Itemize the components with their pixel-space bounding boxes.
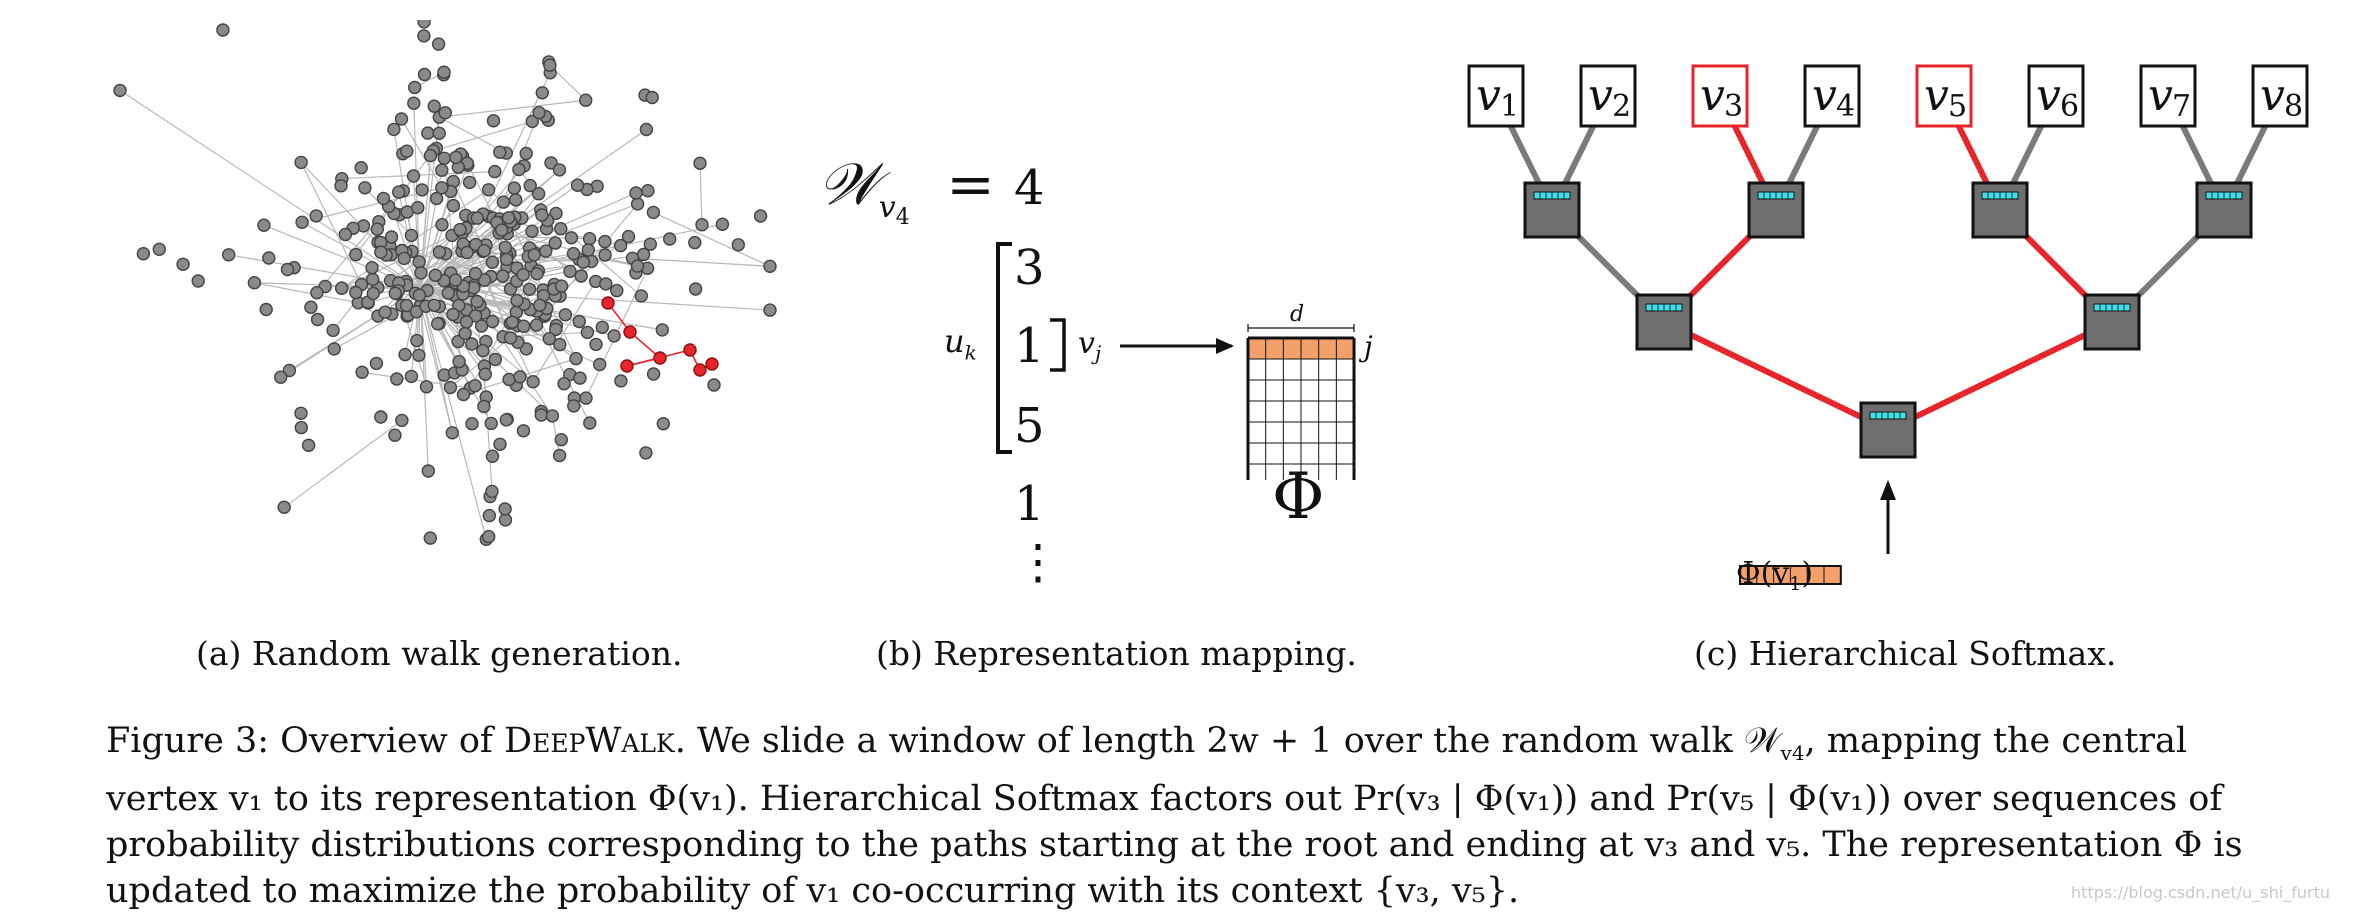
tree-internal-node: [2197, 183, 2251, 237]
window-label-u: u: [944, 322, 965, 360]
center-bracket: [1050, 320, 1064, 370]
svg-text:v: v: [2260, 70, 2285, 121]
svg-text:6: 6: [2060, 89, 2079, 124]
random-walk-graph: [100, 20, 790, 570]
caption-line-4: updated to maximize the probability of v…: [106, 868, 2328, 914]
svg-text:v: v: [2148, 70, 2173, 121]
tree-internal-node: [1749, 183, 1803, 237]
input-label: Φ(v1): [1736, 556, 1813, 595]
input-arrow-head: [1880, 480, 1896, 500]
seq-item-5: ⋮: [1014, 534, 1062, 590]
svg-text:1: 1: [1500, 89, 1519, 124]
walk-symbol: 𝒲: [818, 150, 879, 218]
seq-item-0: 4: [1014, 160, 1045, 216]
caption-line-1-sub: v4: [1781, 741, 1805, 765]
input-label-end: ): [1801, 556, 1813, 591]
input-label-text: Φ(v: [1736, 556, 1789, 591]
caption-line-1b: . We slide a window of length 2w + 1 ove…: [675, 721, 1781, 761]
caption-b: (b) Representation mapping.: [876, 634, 1357, 673]
svg-text:v: v: [1588, 70, 1613, 121]
tree-internal-node: [1973, 183, 2027, 237]
matrix-width-label: d: [1290, 302, 1304, 327]
walk-symbol-group: 𝒲v4 =: [818, 150, 995, 230]
arrow-head: [1216, 338, 1234, 354]
walk-subscript: v: [879, 190, 896, 225]
caption-a: (a) Random walk generation.: [196, 634, 683, 673]
svg-text:3: 3: [1724, 89, 1743, 124]
tree-internal-node: [2085, 295, 2139, 349]
tree-internal-node: [1525, 183, 1579, 237]
tree-internal-node: [1861, 403, 1915, 457]
svg-text:v: v: [1700, 70, 1725, 121]
svg-text:5: 5: [1948, 89, 1967, 124]
tree-nodes: [1525, 183, 2251, 457]
matrix-symbol: Φ: [1272, 460, 1324, 534]
window-label: uk: [944, 322, 977, 364]
method-name: DeepWalk: [504, 721, 675, 761]
caption-c: (c) Hierarchical Softmax.: [1694, 634, 2116, 673]
embedding-matrix: [1248, 338, 1354, 480]
svg-text:v: v: [1476, 70, 1501, 121]
matrix-row-label: j: [1364, 330, 1373, 363]
walk-subscript-2: 4: [896, 205, 910, 230]
tree-internal-node: [1637, 295, 1691, 349]
window-bracket: [998, 244, 1012, 452]
svg-text:7: 7: [2172, 89, 2191, 124]
caption-line-1a: Figure 3: Overview of: [106, 721, 504, 761]
svg-text:2: 2: [1612, 89, 1631, 124]
caption-line-3: probability distributions corresponding …: [106, 822, 2328, 868]
svg-text:4: 4: [1836, 89, 1855, 124]
mapping-diagram: [980, 230, 1400, 480]
svg-text:8: 8: [2284, 89, 2303, 124]
seq-item-4: 1: [1014, 476, 1045, 532]
caption-line-1: Figure 3: Overview of DeepWalk. We slide…: [106, 718, 2328, 776]
tree-edges: [1496, 96, 2280, 430]
caption-line-2: vertex v₁ to its representation Φ(v₁). H…: [106, 776, 2328, 822]
figure-caption: Figure 3: Overview of DeepWalk. We slide…: [106, 718, 2328, 914]
equals-sign: =: [946, 150, 995, 218]
window-label-sub: k: [965, 340, 977, 364]
svg-text:v: v: [1924, 70, 1949, 121]
svg-text:v: v: [1812, 70, 1837, 121]
svg-text:v: v: [2036, 70, 2061, 121]
input-label-sub: 1: [1789, 573, 1801, 595]
watermark: https://blog.csdn.net/u_shi_furtu: [2071, 883, 2330, 902]
graph-nodes: [114, 20, 776, 545]
caption-line-1c: , mapping the central: [1805, 721, 2188, 761]
